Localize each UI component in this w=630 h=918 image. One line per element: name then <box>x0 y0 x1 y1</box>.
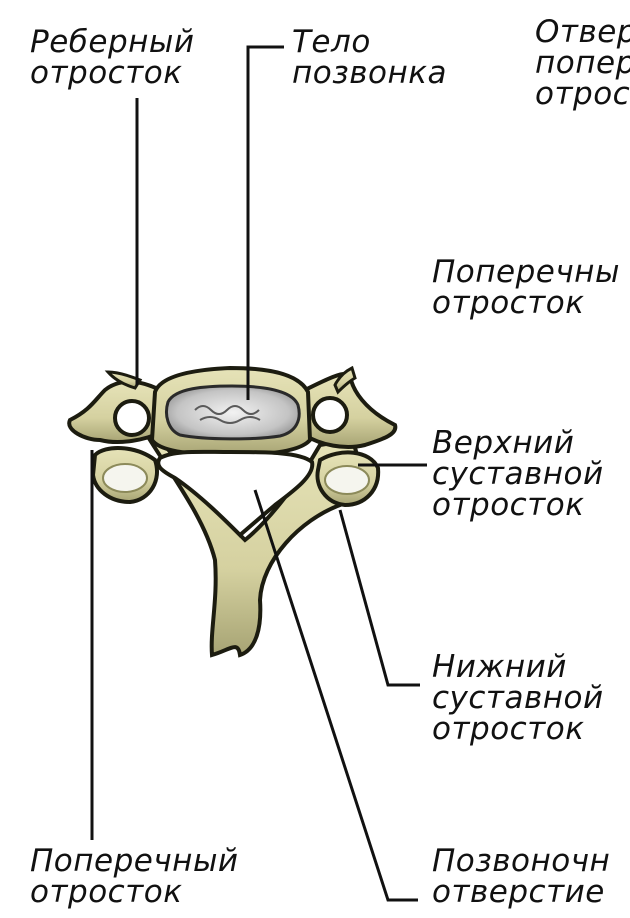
leader-vertebral-body <box>248 47 284 400</box>
label-vertebral-foramen: Позвоночн отверстие <box>432 846 610 908</box>
label-costal-process: Реберный отросток <box>30 27 195 89</box>
label-transverse-foramen: Отвер попер отрос <box>535 17 630 110</box>
transverse-foramen-left-hole <box>115 401 149 435</box>
articular-surface-right <box>325 466 369 494</box>
articular-surface-left <box>103 464 147 492</box>
vertebra-illustration <box>69 368 395 655</box>
label-inferior-articular-process: Нижний суставной отросток <box>432 652 604 745</box>
label-vertebral-body: Тело позвонка <box>292 27 447 89</box>
transverse-foramen-right-hole <box>313 398 347 432</box>
label-transverse-process-right: Поперечны отросток <box>432 257 620 319</box>
vertebral-body-surface <box>167 386 300 439</box>
leader-inferior-articular <box>340 510 420 685</box>
label-superior-articular-process: Верхний суставной отросток <box>432 428 604 521</box>
label-transverse-process-left: Поперечный отросток <box>30 846 239 908</box>
